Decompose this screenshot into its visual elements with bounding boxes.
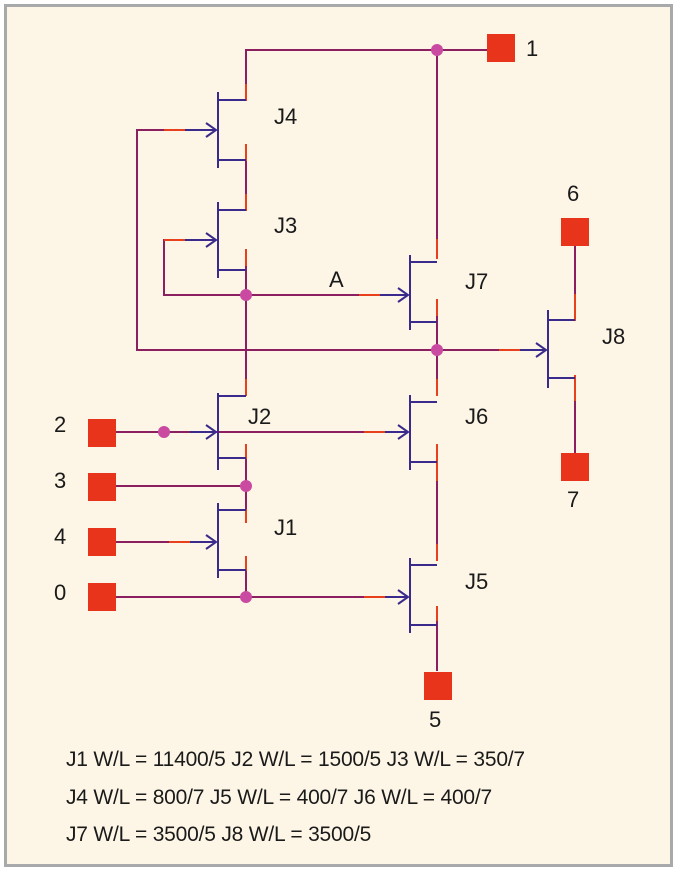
wiring: [115, 49, 576, 671]
junction-dot: [431, 344, 443, 356]
pin-label: 6: [567, 181, 579, 206]
pin-label: 4: [54, 524, 66, 549]
transistor-label: J1: [274, 515, 297, 540]
caption-line: J1 W/L = 11400/5 J2 W/L = 1500/5 J3 W/L …: [66, 748, 525, 771]
pin-label: 7: [567, 487, 579, 512]
transistor-label: J8: [602, 324, 625, 349]
transistor-label: J4: [274, 104, 297, 129]
terminal-leads: [164, 84, 576, 621]
transistor-label: J6: [465, 404, 488, 429]
transistor-labels: J4 J3 J2 J1 J7 J6 J5 J8: [248, 104, 625, 594]
node-label-A: A: [329, 267, 344, 292]
pin-label: 0: [54, 580, 66, 605]
junction-dot: [240, 480, 252, 492]
pin-label: 2: [54, 412, 66, 437]
jfet-J7-symbol: [380, 255, 437, 330]
pin-label: 1: [526, 36, 538, 61]
junction-dot: [240, 289, 252, 301]
jfet-J8-symbol: [520, 310, 575, 388]
junction-dot: [431, 44, 443, 56]
pad-5: [424, 672, 452, 700]
caption-line: J7 W/L = 3500/5 J8 W/L = 3500/5: [66, 823, 372, 846]
pin-label: 3: [54, 468, 66, 493]
transistor-label: J5: [465, 569, 488, 594]
pad-0: [88, 583, 116, 611]
pin-labels: 1 2 3 4 0 5 6 7: [54, 36, 579, 732]
jfet-J1-symbol: [190, 503, 246, 578]
pad-2: [88, 419, 116, 447]
jfet-J5-symbol: [385, 558, 437, 633]
junction-dot: [240, 591, 252, 603]
pad-4: [88, 528, 116, 556]
transistor-label: J3: [274, 213, 297, 238]
pad-7: [561, 453, 589, 481]
transistor-label: J7: [465, 269, 488, 294]
pad-3: [88, 473, 116, 501]
junction-dot: [158, 426, 170, 438]
jfet-J2-symbol: [190, 393, 246, 470]
pads: [88, 34, 589, 700]
junctions: [158, 44, 443, 603]
pad-1: [487, 34, 515, 62]
jfet-symbols: [185, 92, 575, 633]
jfet-J3-symbol: [185, 202, 246, 278]
pad-6: [561, 218, 589, 246]
jfet-J6-symbol: [385, 395, 437, 470]
jfet-J4-symbol: [185, 92, 246, 168]
pin-label: 5: [429, 707, 441, 732]
transistor-label: J2: [248, 404, 271, 429]
caption-line: J4 W/L = 800/7 J5 W/L = 400/7 J6 W/L = 4…: [66, 786, 493, 809]
